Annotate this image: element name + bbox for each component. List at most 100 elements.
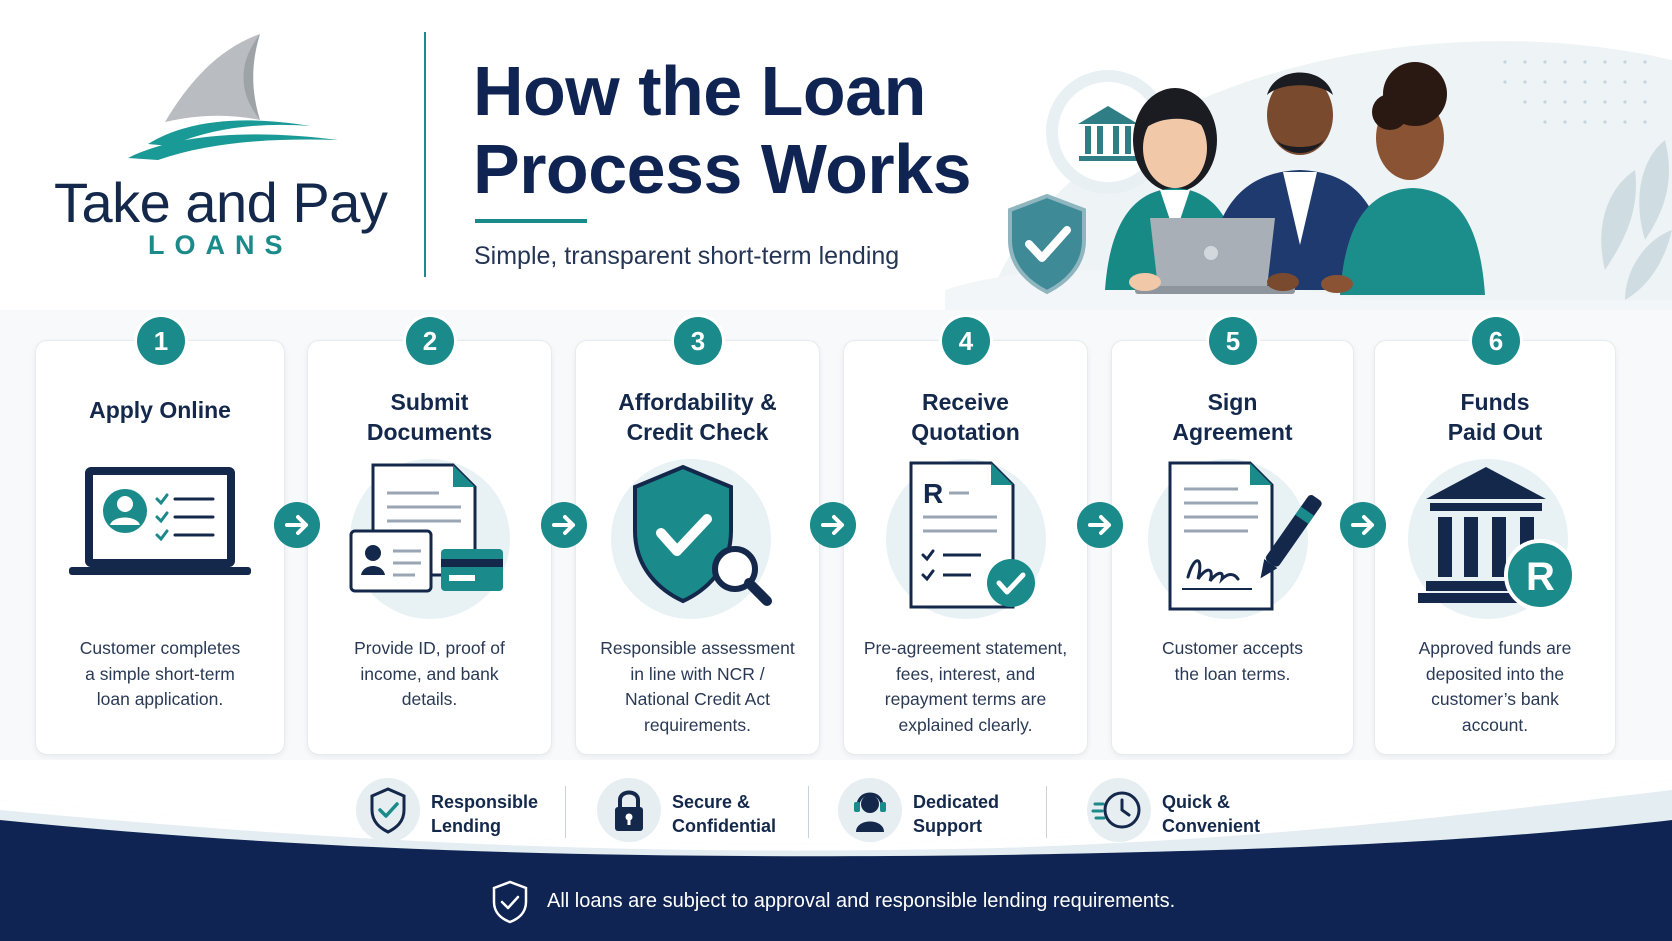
step-title: Apply Online xyxy=(36,395,284,425)
step-desc-line: Customer completes xyxy=(79,638,241,658)
hero-illustration xyxy=(945,20,1672,310)
step-number: 5 xyxy=(1209,317,1257,365)
svg-text:R: R xyxy=(923,478,943,509)
step-desc-line: account. xyxy=(1461,714,1529,735)
step-card-1: 1 Apply Online Customer completes a simp… xyxy=(35,317,285,755)
step-desc-line: in line with NCR / xyxy=(630,663,765,684)
step-title: Receive Quotation xyxy=(844,387,1087,447)
brand-logo: Take and Pay LOANS xyxy=(40,30,400,270)
step-desc-line: the loan terms. xyxy=(1174,663,1291,684)
step-title-line1: Sign xyxy=(1207,389,1258,415)
step-card-3: 3 Affordability & Credit Check Responsib… xyxy=(575,317,820,755)
next-arrow-icon xyxy=(541,502,587,548)
step-description: Responsible assessment in line with NCR … xyxy=(576,636,819,738)
next-arrow-icon xyxy=(1077,502,1123,548)
feature-label-line: Dedicated xyxy=(913,792,1000,812)
headset-agent-icon xyxy=(838,778,902,842)
step-number: 6 xyxy=(1472,317,1520,365)
step-card-4: 4 Receive Quotation R Pre-agreement stat… xyxy=(843,317,1088,755)
feature-divider xyxy=(1046,786,1047,838)
brand-sub: LOANS xyxy=(148,230,293,260)
step-title: Affordability & Credit Check xyxy=(576,387,819,447)
step-title-line2: Apply Online xyxy=(89,397,231,423)
bank-rand-icon: R xyxy=(1400,459,1590,624)
brand-name: Take and Pay xyxy=(54,171,388,234)
documents-id-card-icon xyxy=(335,459,525,624)
next-arrow-icon xyxy=(810,502,856,548)
step-description: Customer accepts the loan terms. xyxy=(1112,636,1353,687)
step-card-5: 5 Sign Agreement Customer accepts the lo… xyxy=(1111,317,1354,755)
feature-label-line: Lending xyxy=(431,816,501,836)
page-title-line1: How the Loan xyxy=(473,52,926,130)
step-title-line1: Receive xyxy=(922,389,1009,415)
feature-divider xyxy=(808,786,809,838)
step-desc-line: National Credit Act xyxy=(625,689,770,709)
step-desc-line: details. xyxy=(401,689,458,709)
feature-label: Quick & Convenient xyxy=(1162,790,1260,838)
page-title: How the Loan Process Works xyxy=(473,52,972,208)
feature-label-line: Secure & xyxy=(672,792,751,812)
shield-check-magnifier-icon xyxy=(603,459,793,624)
step-desc-line: a simple short-term xyxy=(85,663,235,684)
feature-label: Secure & Confidential xyxy=(672,790,776,838)
step-number: 4 xyxy=(942,317,990,365)
step-desc-line: loan application. xyxy=(96,689,224,709)
step-description: Pre-agreement statement, fees, interest,… xyxy=(844,636,1087,738)
signed-agreement-pen-icon xyxy=(1138,459,1328,624)
step-title-line1: Affordability & xyxy=(618,389,777,415)
step-title: Funds Paid Out xyxy=(1375,387,1615,447)
quotation-document-icon: R xyxy=(871,459,1061,624)
step-number: 2 xyxy=(406,317,454,365)
footer-disclaimer: All loans are subject to approval and re… xyxy=(547,890,1176,912)
step-desc-line: Provide ID, proof of xyxy=(354,638,505,658)
step-title-line2: Credit Check xyxy=(626,419,769,445)
step-desc-line: income, and bank xyxy=(360,663,499,684)
step-title-line2: Paid Out xyxy=(1447,419,1543,445)
fast-clock-icon xyxy=(1087,778,1151,842)
step-desc-line: customer’s bank xyxy=(1431,689,1559,709)
shield-check-icon xyxy=(356,778,420,842)
step-card-2: 2 Submit Documents Provide ID, proof of … xyxy=(307,317,552,755)
step-title-line2: Agreement xyxy=(1172,419,1293,445)
laptop-application-icon xyxy=(65,459,255,604)
title-underline xyxy=(475,219,587,223)
feature-label-line: Responsible xyxy=(431,792,539,812)
step-description: Approved funds are deposited into the cu… xyxy=(1375,636,1615,738)
step-description: Provide ID, proof of income, and bank de… xyxy=(308,636,551,713)
step-description: Customer completes a simple short-term l… xyxy=(36,636,284,713)
next-arrow-icon xyxy=(1340,502,1386,548)
feature-label: Responsible Lending xyxy=(431,790,538,838)
step-number: 1 xyxy=(137,317,185,365)
header-divider xyxy=(424,32,426,277)
step-desc-line: deposited into the xyxy=(1425,663,1565,684)
svg-text:R: R xyxy=(1526,555,1555,599)
step-desc-line: Pre-agreement statement, xyxy=(863,638,1068,658)
feature-label: Dedicated Support xyxy=(913,790,999,838)
feature-label-line: Confidential xyxy=(672,816,776,836)
padlock-icon xyxy=(597,778,661,842)
step-title-line1: Funds xyxy=(1460,389,1530,415)
page-title-line2: Process Works xyxy=(473,130,972,208)
page-subtitle: Simple, transparent short-term lending xyxy=(474,242,900,270)
step-desc-line: fees, interest, and xyxy=(895,663,1036,684)
step-title-line2: Documents xyxy=(366,419,493,445)
footer-wave xyxy=(0,760,1672,941)
step-desc-line: explained clearly. xyxy=(898,714,1033,735)
next-arrow-icon xyxy=(274,502,320,548)
step-title-line2: Quotation xyxy=(911,419,1020,445)
feature-label-line: Quick & xyxy=(1162,792,1231,812)
step-title: Sign Agreement xyxy=(1112,387,1353,447)
step-desc-line: Customer accepts xyxy=(1161,638,1304,658)
step-desc-line: Responsible assessment xyxy=(600,638,795,658)
step-title: Submit Documents xyxy=(308,387,551,447)
step-card-6: 6 Funds Paid Out R Approved funds are de… xyxy=(1374,317,1616,755)
feature-divider xyxy=(565,786,566,838)
feature-label-line: Convenient xyxy=(1162,816,1261,836)
footer-shield-icon xyxy=(490,880,530,929)
step-desc-line: repayment terms are xyxy=(884,689,1047,709)
step-desc-line: Approved funds are xyxy=(1418,638,1572,658)
step-title-line1: Submit xyxy=(390,389,469,415)
step-number: 3 xyxy=(674,317,722,365)
feature-label-line: Support xyxy=(913,816,982,836)
sail-wave-logo-icon xyxy=(128,34,338,160)
